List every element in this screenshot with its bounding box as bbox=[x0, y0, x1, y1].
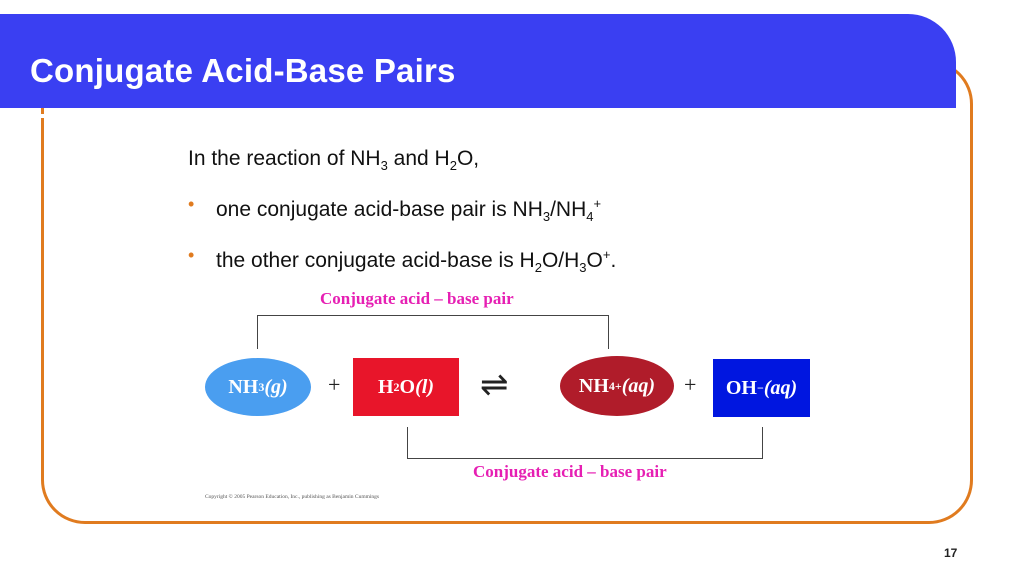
plus-sign: + bbox=[328, 372, 341, 397]
title-banner: Conjugate Acid-Base Pairs bbox=[0, 14, 956, 118]
bullet-icon: • bbox=[188, 245, 195, 266]
equilibrium-arrow: ⇌ bbox=[480, 367, 509, 404]
plus-sign: + bbox=[684, 372, 697, 397]
intro-line: In the reaction of NH3 and H2O, bbox=[188, 147, 480, 174]
slide-title: Conjugate Acid-Base Pairs bbox=[30, 52, 456, 89]
bullet-item-1: • one conjugate acid-base pair is NH3/NH… bbox=[188, 185, 616, 236]
top-pair-label: Conjugate acid – base pair bbox=[320, 289, 514, 308]
bullet-icon: • bbox=[188, 194, 195, 215]
bullet-item-2: • the other conjugate acid-base is H2O/H… bbox=[188, 236, 616, 287]
top-pair-bracket bbox=[257, 315, 609, 349]
oh-box: OH−(aq) bbox=[713, 359, 810, 417]
slide-text: In the reaction of NH3 and H2O, • one co… bbox=[188, 140, 616, 288]
title-divider bbox=[0, 114, 906, 118]
page-number: 17 bbox=[944, 546, 958, 560]
bottom-pair-label: Conjugate acid – base pair bbox=[473, 462, 667, 481]
copyright-note: Copyright © 2005 Pearson Education, Inc.… bbox=[205, 494, 380, 500]
bottom-pair-bracket bbox=[407, 427, 763, 459]
